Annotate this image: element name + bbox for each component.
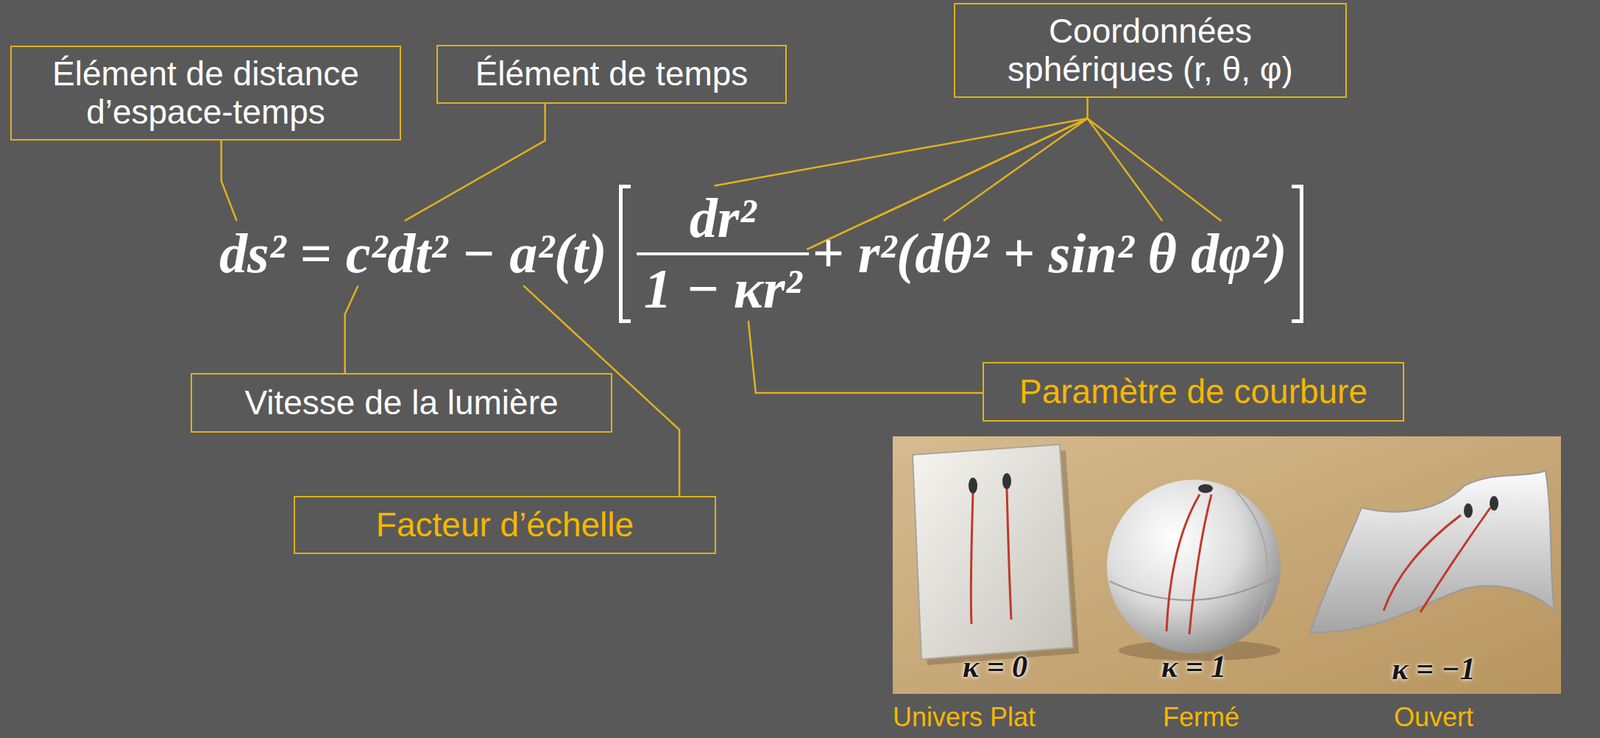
denominator: 1 − κr² xyxy=(636,258,810,321)
label-box: Élément de temps xyxy=(436,44,787,104)
illustration-part xyxy=(1310,471,1555,633)
label-box: Coordonnées sphériques (r, θ, φ) xyxy=(953,2,1347,98)
box-text: Coordonnées sphériques (r, θ, φ) xyxy=(964,12,1337,90)
box-text: Élément de distance d’espace-temps xyxy=(20,55,391,132)
leader-line xyxy=(714,118,1088,186)
leader-line xyxy=(1087,118,1163,221)
curvature-value: κ = 1 xyxy=(1161,649,1227,684)
curvature-value: κ = 0 xyxy=(962,649,1028,684)
label-box: Paramètre de courbure xyxy=(982,362,1405,422)
box-text: Élément de temps xyxy=(475,55,749,94)
leader-line xyxy=(868,118,1088,221)
leader-line xyxy=(1086,97,1089,119)
label-box: Élément de distance d’espace-temps xyxy=(10,45,402,141)
formula-part: + r²(dθ² + sin² θ dφ²) xyxy=(811,222,1287,285)
box-text: Facteur d’échelle xyxy=(376,506,634,545)
fraction: dr² 1 − κr² xyxy=(636,187,810,320)
illustration-part xyxy=(892,436,1561,695)
illustration-part xyxy=(1198,484,1213,494)
illustration-part xyxy=(1106,479,1281,654)
illustration-part xyxy=(1166,494,1200,632)
leader-line xyxy=(943,118,1088,221)
fraction-bar xyxy=(636,252,810,256)
formula-part: ds² = c²dt² − a²(t) xyxy=(219,222,608,285)
illustration-part xyxy=(1189,494,1212,635)
leader-line xyxy=(404,103,546,221)
illustration-part xyxy=(1420,507,1491,613)
leader-line xyxy=(345,285,359,374)
numerator: dr² xyxy=(682,187,764,250)
label-box: Facteur d’échelle xyxy=(293,496,717,555)
universe-caption: Univers Plat xyxy=(892,702,1036,733)
universe-caption: Ouvert xyxy=(1393,702,1474,733)
illustration-part xyxy=(1463,503,1473,519)
box-text: Vitesse de la lumière xyxy=(244,384,558,423)
formula: ds² = c²dt² − a²(t) dr² 1 − κr²+ r²(dθ² + … xyxy=(219,184,1307,323)
illustration-part xyxy=(970,493,973,625)
curvature-value: κ = −1 xyxy=(1391,652,1476,686)
bracket xyxy=(618,184,631,323)
universe-caption: Fermé xyxy=(1162,702,1240,733)
bracket xyxy=(1291,184,1304,323)
illustration-part xyxy=(1489,496,1499,511)
leader-line xyxy=(221,140,237,221)
illustration-part xyxy=(1006,488,1012,620)
illustration-part xyxy=(912,444,1074,660)
leader-line xyxy=(748,320,983,394)
illustration-part xyxy=(1236,491,1268,626)
illustration-part xyxy=(968,477,978,494)
illustration-part xyxy=(1002,473,1012,490)
box-text: Paramètre de courbure xyxy=(1019,373,1368,412)
leader-line xyxy=(1087,118,1222,221)
illustration-part xyxy=(1383,515,1461,611)
label-box: Vitesse de la lumière xyxy=(190,373,613,433)
